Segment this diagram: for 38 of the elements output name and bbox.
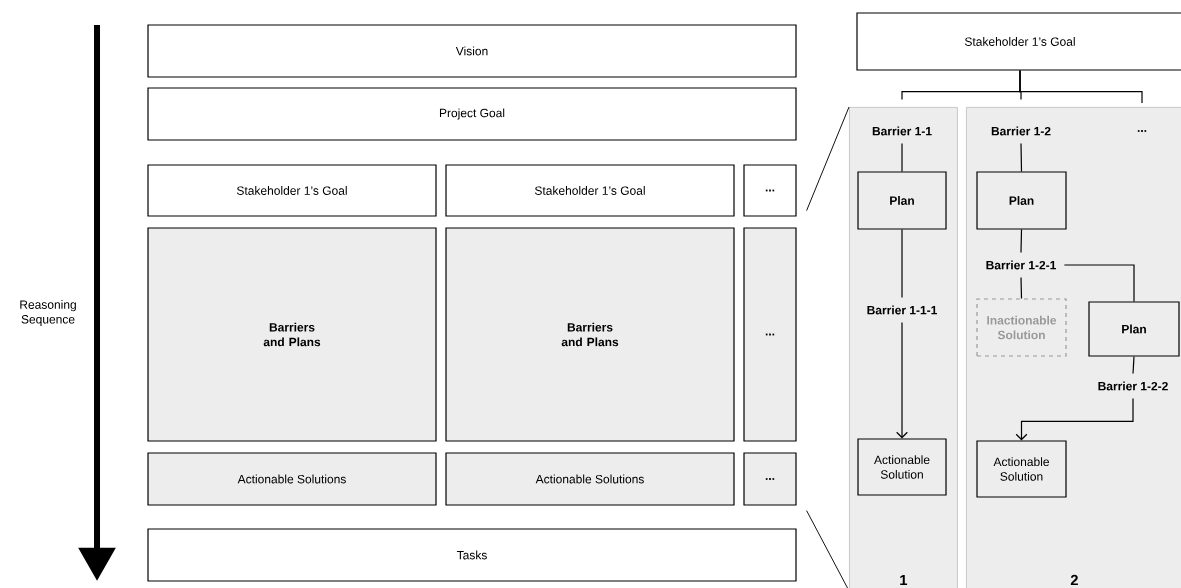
solution-box: Inactionable Solution bbox=[976, 298, 1067, 357]
text-box: Project Goal bbox=[147, 87, 797, 141]
shaded-box: Barriers and Plans bbox=[445, 227, 735, 442]
text-box: Stakeholder 1’s Goal bbox=[445, 164, 735, 217]
plan-box: Plan bbox=[976, 171, 1067, 230]
connector bbox=[901, 229, 903, 299]
connector bbox=[1020, 142, 1023, 172]
barrier-label: Barrier 1-2-1 bbox=[986, 260, 1056, 270]
connector bbox=[806, 106, 850, 212]
connector bbox=[1020, 229, 1023, 254]
plan-box: Plan bbox=[857, 171, 947, 230]
barrier-label: Barrier 1-1-1 bbox=[867, 305, 937, 315]
connector bbox=[1015, 397, 1134, 441]
text-box: Stakeholder 1’s Goal bbox=[856, 12, 1181, 71]
connector bbox=[896, 321, 908, 439]
connector bbox=[1063, 264, 1135, 302]
connector bbox=[1020, 276, 1023, 299]
shaded-box: Barriers and Plans bbox=[147, 227, 437, 442]
ellipsis-label: ... bbox=[1137, 130, 1147, 132]
plan-box: Plan bbox=[1088, 301, 1180, 357]
solution-box: Actionable Solution bbox=[857, 438, 947, 496]
shaded-box: Actionable Solutions bbox=[147, 452, 437, 506]
text-box: ... bbox=[743, 164, 797, 217]
connector bbox=[901, 142, 903, 172]
text-box: Vision bbox=[147, 24, 797, 78]
shaded-box: Actionable Solutions bbox=[445, 452, 735, 506]
connector bbox=[1019, 70, 1143, 104]
shaded-box: ... bbox=[743, 227, 797, 442]
barrier-label: Barrier 1-2-2 bbox=[1098, 381, 1168, 391]
axis-label: Reasoning Sequence bbox=[20, 300, 76, 326]
barrier-label: Barrier 1-1 bbox=[872, 126, 932, 136]
shaded-box: ... bbox=[743, 452, 797, 506]
solution-box: Actionable Solution bbox=[976, 440, 1067, 498]
barrier-label: Barrier 1-2 bbox=[991, 126, 1051, 136]
text-box: Stakeholder 1’s Goal bbox=[147, 164, 437, 217]
text-box: Tasks bbox=[147, 528, 797, 582]
connector bbox=[1132, 356, 1135, 375]
connector bbox=[806, 510, 850, 588]
